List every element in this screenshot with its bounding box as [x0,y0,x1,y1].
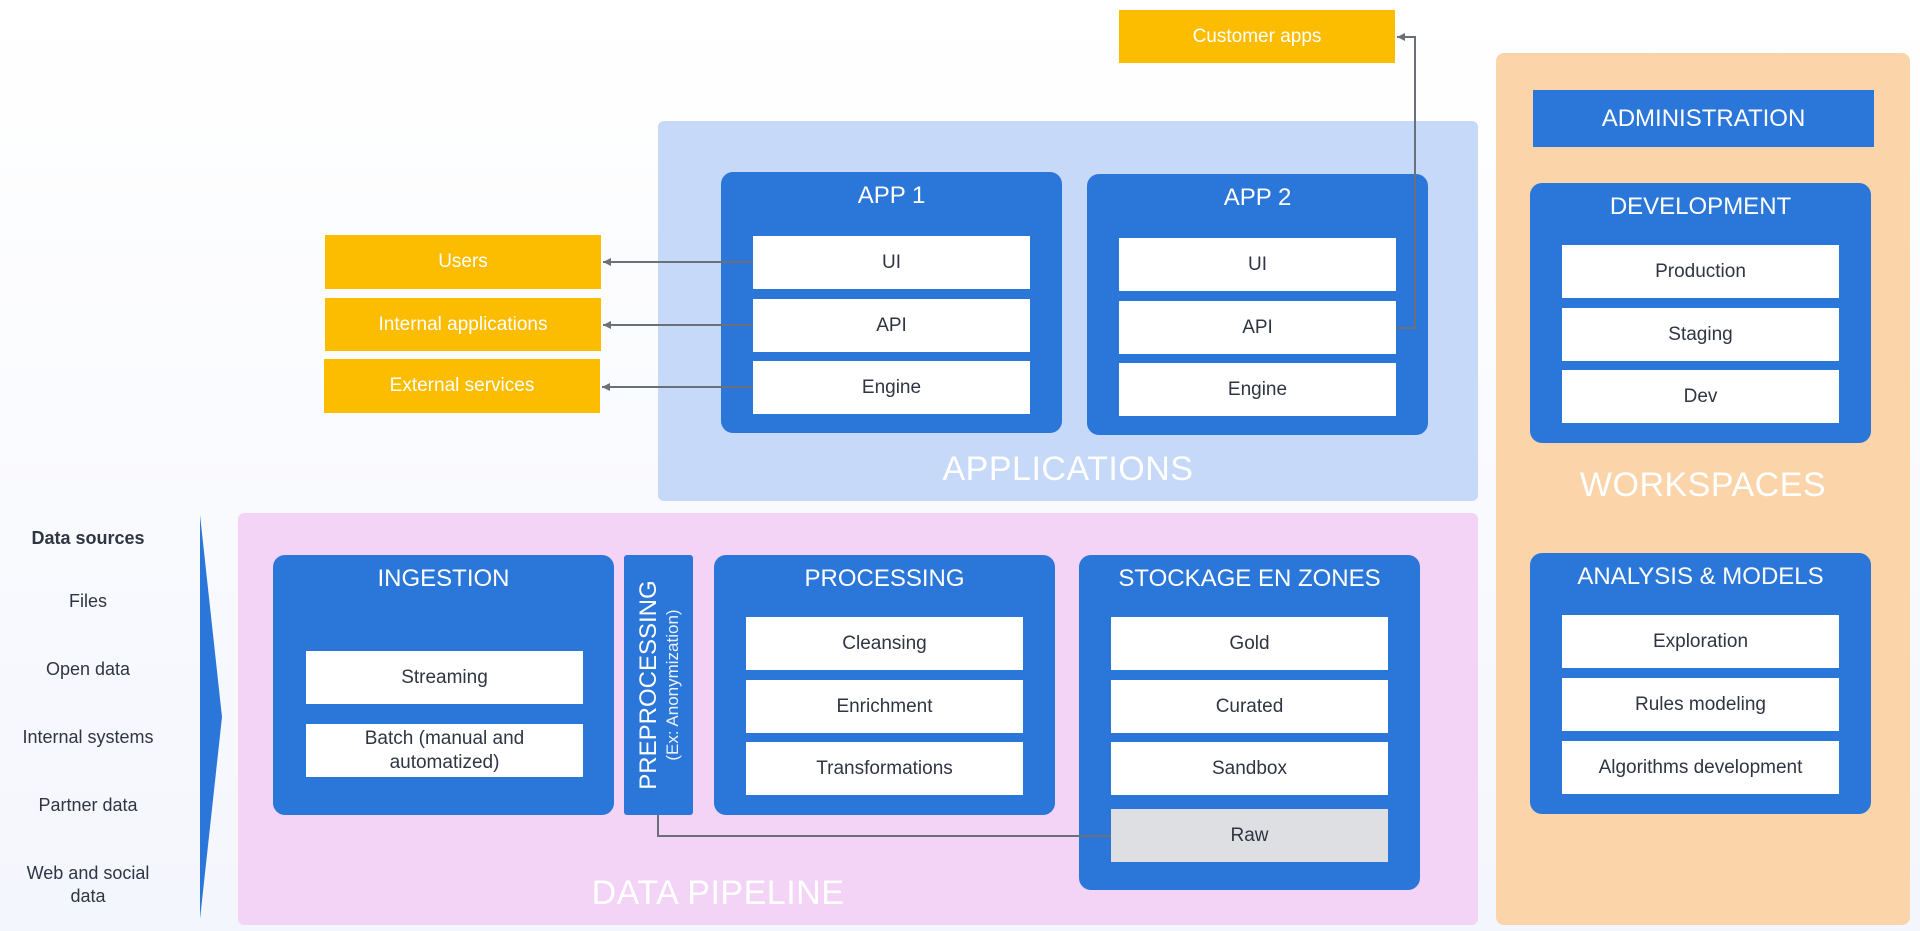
staging-item: Staging [1562,308,1839,361]
source-files: Files [68,591,107,611]
ingestion-panel: INGESTION Streaming Batch (manual and au… [273,555,614,815]
cleansing-item: Cleansing [746,617,1023,670]
source-internal-systems: Internal systems [22,727,154,747]
transformations-item: Transformations [746,742,1023,795]
processing-panel: PROCESSING Cleansing Enrichment Transfor… [714,555,1055,815]
production-item: Production [1562,245,1839,298]
streaming-item: Streaming [306,651,583,704]
exploration-item: Exploration [1562,615,1839,668]
batch-item: Batch (manual and automatized) [306,724,583,777]
external-services-box: External services [324,359,600,413]
algorithms-development-item: Algorithms development [1562,741,1839,794]
storage-zones-title: STOCKAGE EN ZONES [1118,565,1381,592]
development-panel: DEVELOPMENT Production Staging Dev [1530,183,1871,443]
storage-zones-panel: STOCKAGE EN ZONES Gold Curated Sandbox R… [1079,555,1420,890]
ingestion-title: INGESTION [377,565,510,592]
processing-title: PROCESSING [804,565,965,592]
app1-engine-item: Engine [753,361,1030,414]
users-box: Users [325,235,601,289]
app1-ui-item: UI [753,236,1030,289]
rules-modeling-item: Rules modeling [1562,678,1839,731]
app1-api-item: API [753,299,1030,352]
applications-title: APPLICATIONS [942,450,1194,488]
data-sources-arrow-icon [200,515,222,919]
customer-apps-box: Customer apps [1119,10,1395,63]
administration-box: ADMINISTRATION [1533,90,1874,147]
app1-title: APP 1 [857,182,926,209]
app2-ui-item: UI [1119,238,1396,291]
app2-engine-item: Engine [1119,363,1396,416]
curated-zone-item: Curated [1111,680,1388,733]
gold-zone-item: Gold [1111,617,1388,670]
workspaces-title: WORKSPACES [1579,466,1827,504]
data-sources-title: Data sources [31,528,145,548]
preprocessing-subtitle: (Ex: Anonymization) [662,609,682,761]
data-pipeline-title: DATA PIPELINE [591,874,845,912]
app2-panel: APP 2 UI API Engine [1087,174,1428,435]
dev-item: Dev [1562,370,1839,423]
internal-applications-box: Internal applications [325,298,601,351]
app2-api-item: API [1119,301,1396,354]
enrichment-item: Enrichment [746,680,1023,733]
app2-title: APP 2 [1223,184,1292,211]
preprocessing-title: PREPROCESSING [634,580,662,790]
source-partner-data: Partner data [38,795,138,815]
analysis-models-panel: ANALYSIS & MODELS Exploration Rules mode… [1530,553,1871,814]
preprocessing-panel: PREPROCESSING (Ex: Anonymization) [624,555,693,815]
analysis-models-title: ANALYSIS & MODELS [1577,563,1824,590]
sandbox-zone-item: Sandbox [1111,742,1388,795]
source-web-social-data: Web and social data [26,863,150,906]
app1-panel: APP 1 UI API Engine [721,172,1062,433]
raw-zone-item: Raw [1111,809,1388,862]
development-title: DEVELOPMENT [1609,193,1792,220]
source-open-data: Open data [45,659,131,679]
